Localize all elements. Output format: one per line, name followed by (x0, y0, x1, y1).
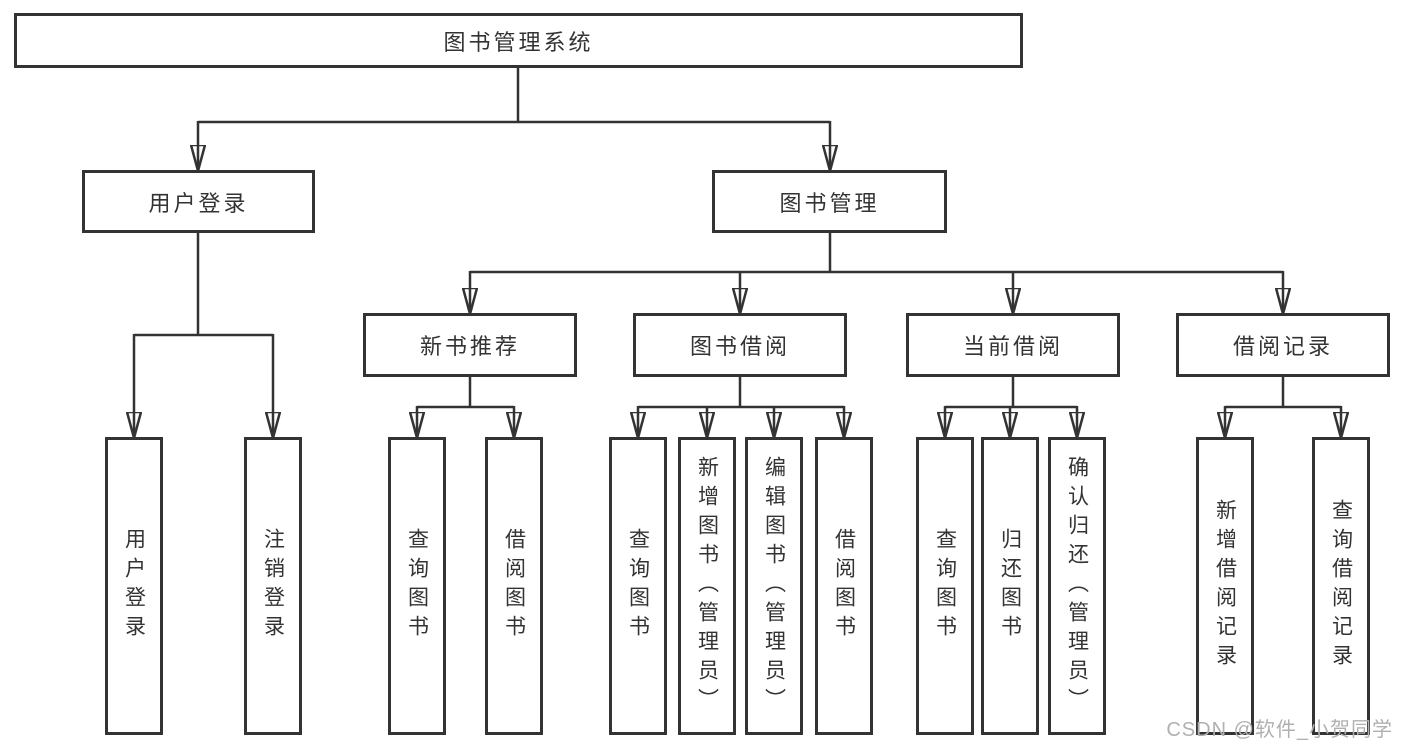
leaf-confirm-return-admin: 确认归还（管理员） (1048, 437, 1106, 735)
node-new-book-recommend: 新书推荐 (363, 313, 577, 377)
leaf-add-borrow-record: 新增借阅记录 (1196, 437, 1254, 735)
leaf-query-books-borrowing-label: 查询图书 (626, 528, 650, 644)
leaf-add-book-admin: 新增图书（管理员） (678, 437, 736, 735)
leaf-query-books-current: 查询图书 (916, 437, 974, 735)
leaf-edit-book-admin: 编辑图书（管理员） (745, 437, 803, 735)
leaf-borrow-books-borrowing-label: 借阅图书 (832, 528, 856, 644)
node-borrowing-records-label: 借阅记录 (1232, 334, 1333, 359)
node-user-login: 用户登录 (82, 170, 315, 233)
node-borrowing-records: 借阅记录 (1176, 313, 1390, 377)
leaf-user-login-label: 用户登录 (122, 528, 146, 644)
leaf-borrow-books-recommend-label: 借阅图书 (502, 528, 526, 644)
node-current-borrowing-label: 当前借阅 (962, 334, 1063, 359)
leaf-confirm-return-admin-label: 确认归还（管理员） (1065, 455, 1089, 717)
leaf-borrow-books-borrowing: 借阅图书 (815, 437, 873, 735)
leaf-logout-label: 注销登录 (261, 528, 285, 644)
leaf-query-books-recommend-label: 查询图书 (405, 528, 429, 644)
node-current-borrowing: 当前借阅 (906, 313, 1120, 377)
node-book-management: 图书管理 (712, 170, 947, 233)
leaf-add-book-admin-label: 新增图书（管理员） (695, 455, 719, 717)
node-system-root-label: 图书管理系统 (443, 29, 594, 55)
node-user-login-label: 用户登录 (148, 190, 249, 216)
leaf-query-books-borrowing: 查询图书 (609, 437, 667, 735)
leaf-return-book-label: 归还图书 (998, 528, 1022, 644)
leaf-add-borrow-record-label: 新增借阅记录 (1213, 499, 1237, 673)
leaf-user-login: 用户登录 (105, 437, 163, 735)
leaf-return-book: 归还图书 (981, 437, 1039, 735)
node-system-root: 图书管理系统 (14, 13, 1023, 68)
leaf-borrow-books-recommend: 借阅图书 (485, 437, 543, 735)
node-book-borrowing: 图书借阅 (633, 313, 847, 377)
leaf-query-books-recommend: 查询图书 (388, 437, 446, 735)
leaf-query-books-current-label: 查询图书 (933, 528, 957, 644)
leaf-query-borrow-record: 查询借阅记录 (1312, 437, 1370, 735)
leaf-query-borrow-record-label: 查询借阅记录 (1329, 499, 1353, 673)
leaf-logout: 注销登录 (244, 437, 302, 735)
node-new-book-recommend-label: 新书推荐 (419, 334, 520, 359)
node-book-management-label: 图书管理 (779, 190, 880, 216)
csdn-watermark: CSDN @软件_小贺同学 (1166, 719, 1393, 741)
leaf-edit-book-admin-label: 编辑图书（管理员） (762, 455, 786, 717)
node-book-borrowing-label: 图书借阅 (689, 334, 790, 359)
